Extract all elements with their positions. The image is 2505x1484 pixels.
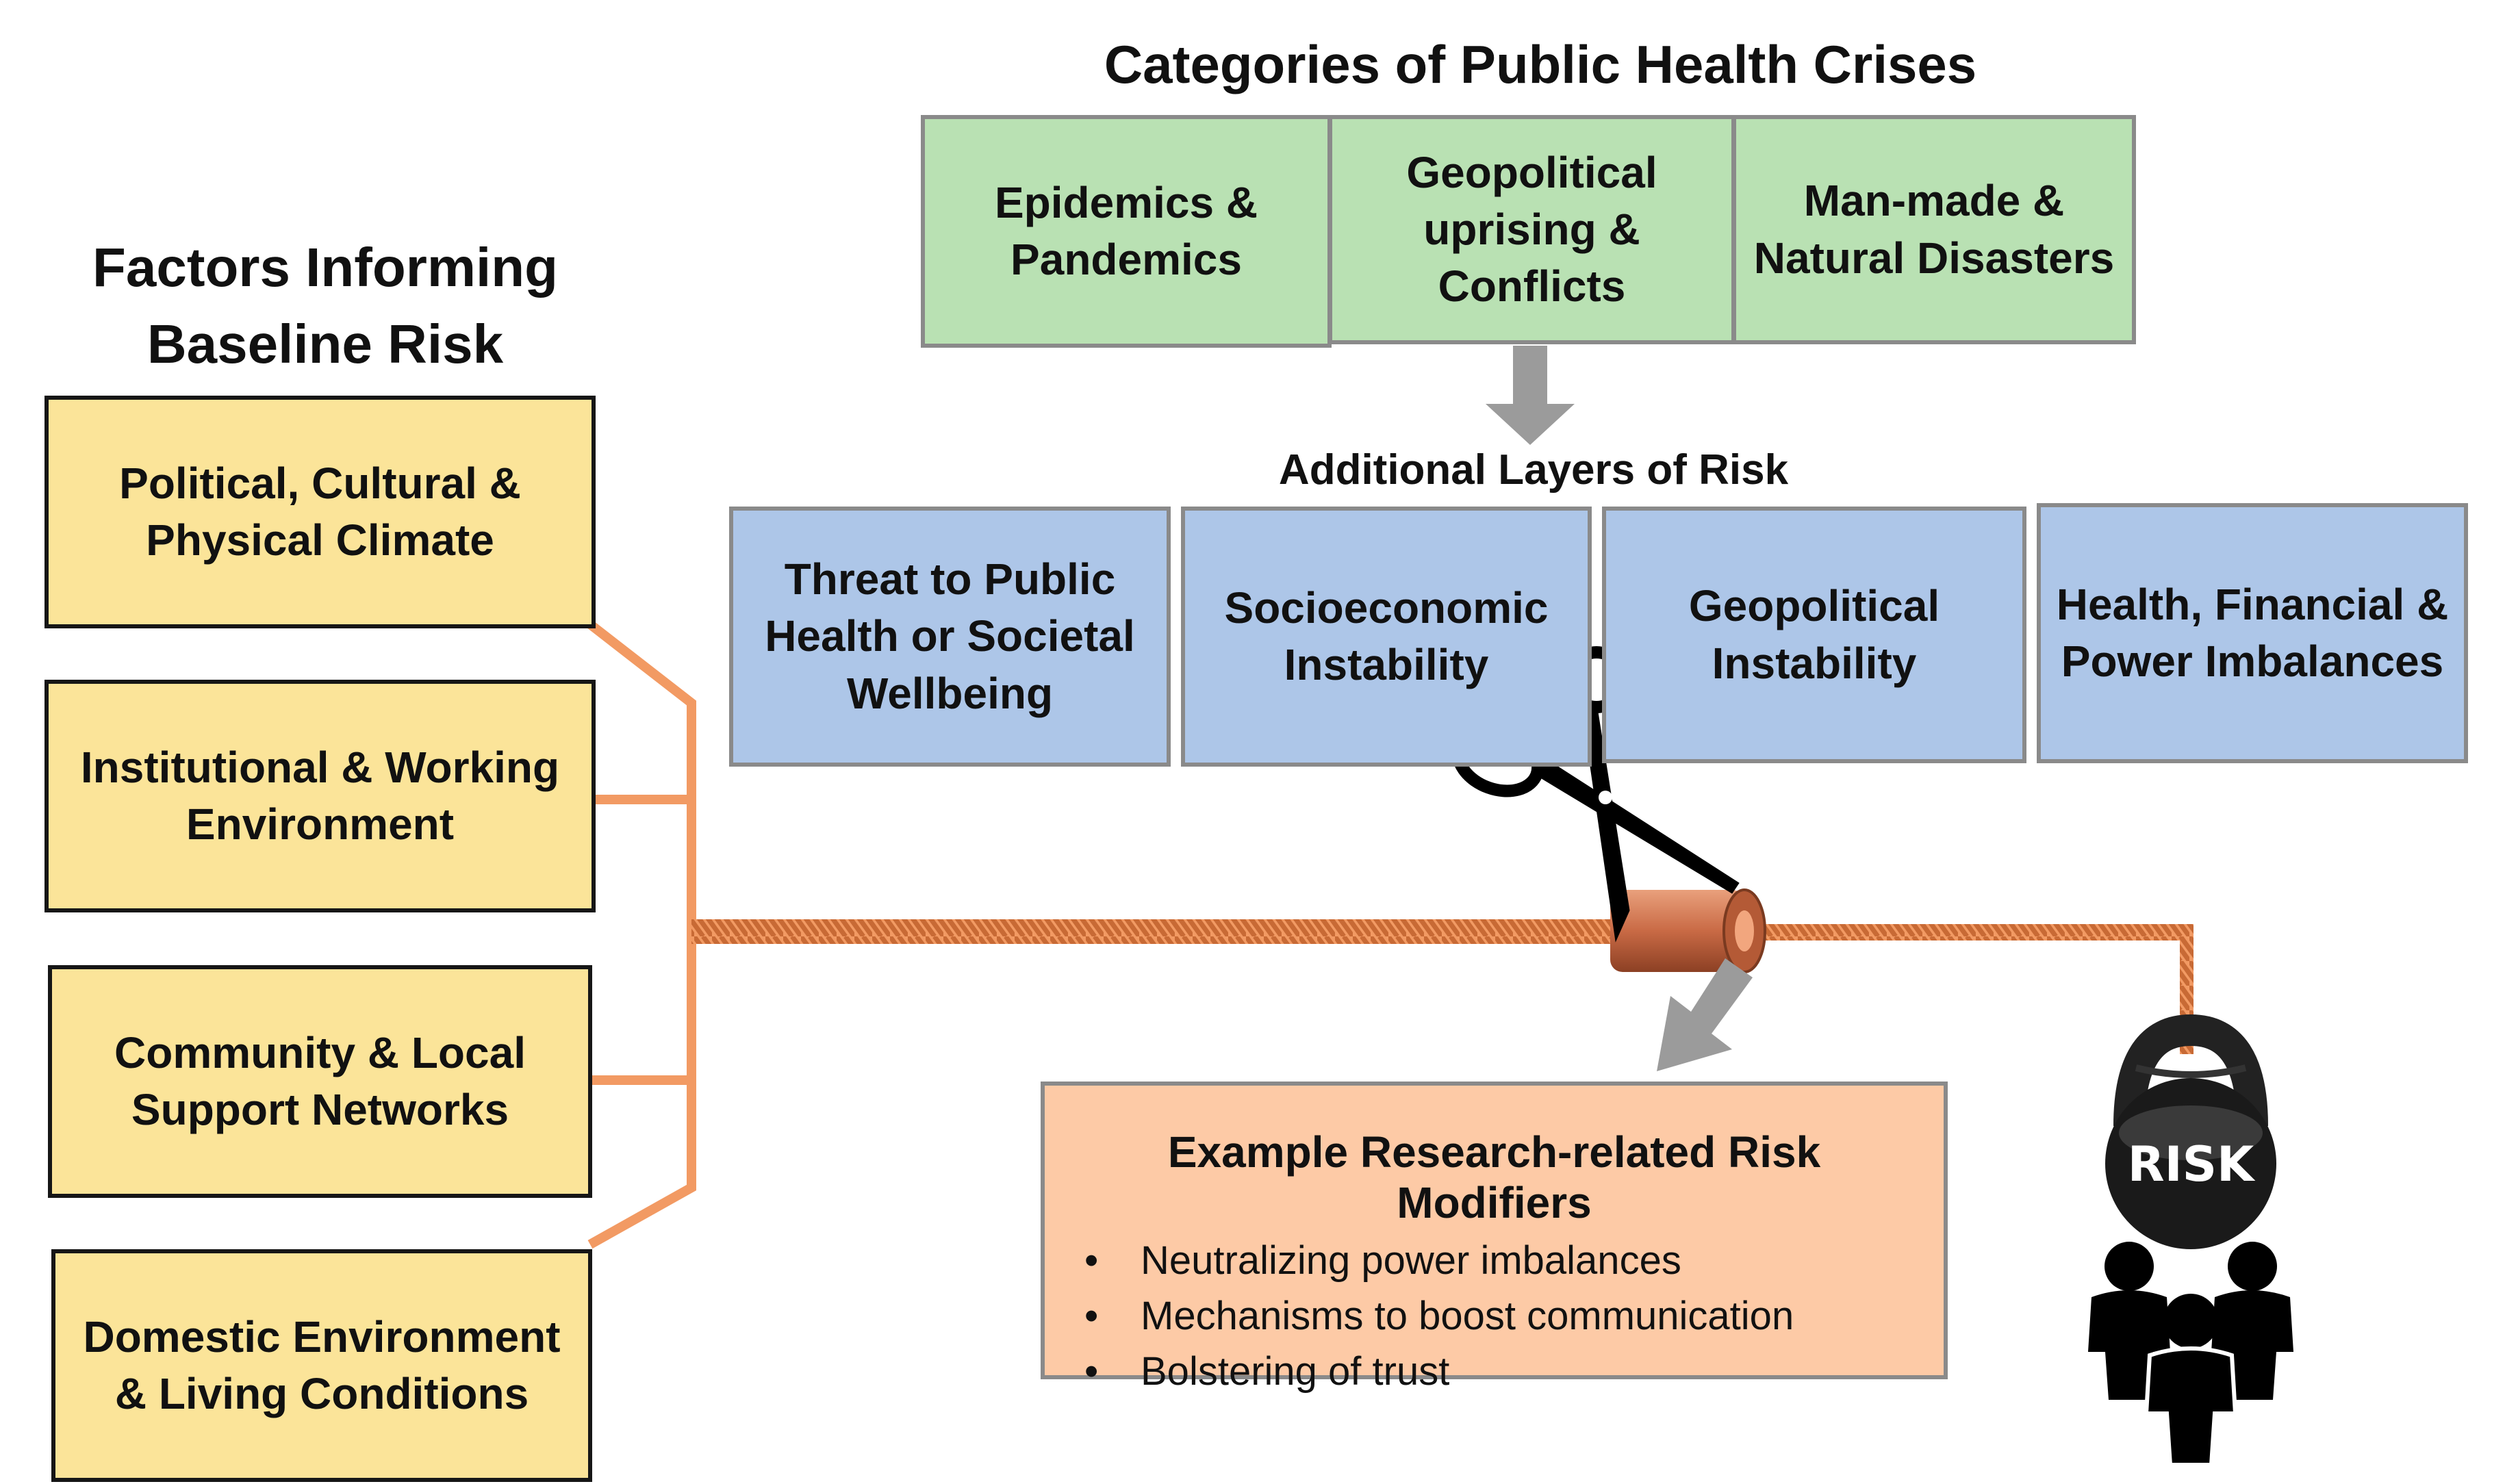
bullet: • <box>1084 1294 1099 1338</box>
modifier-text: Mechanisms to boost communication <box>1141 1294 1794 1338</box>
kettlebell-icon <box>2105 1014 2276 1249</box>
rope-thin <box>1739 924 2191 941</box>
modifier-text: Bolstering of trust <box>1141 1349 1450 1394</box>
crises-title: Categories of Public Health Crises <box>1104 34 1977 94</box>
modifier-text: Neutralizing power imbalances <box>1141 1238 1681 1283</box>
rope <box>691 919 1636 944</box>
list-item: • Neutralizing power imbalances <box>1072 1238 1916 1283</box>
factor-connectors <box>587 620 696 1249</box>
list-item: • Mechanisms to boost communication <box>1072 1293 1916 1339</box>
people-group-icon <box>2088 1242 2293 1467</box>
layer-box-threat: Threat to Public Health or Societal Well… <box>729 507 1171 767</box>
bullet: • <box>1084 1349 1099 1394</box>
factor-box-political: Political, Cultural & Physical Climate <box>44 396 596 628</box>
modifiers-title: Example Research-related Risk Modifiers <box>1167 1127 1821 1227</box>
layer-box-imbalances: Health, Financial & Power Imbalances <box>2037 503 2468 763</box>
factors-title: Factors Informing Baseline Risk <box>92 237 559 374</box>
layers-title: Additional Layers of Risk <box>1278 446 1789 494</box>
down-arrow-icon <box>1486 346 1575 445</box>
factor-box-domestic: Domestic Environment & Living Conditions <box>51 1249 592 1482</box>
crisis-box-epidemics: Epidemics & Pandemics <box>921 115 1332 348</box>
factor-box-community: Community & Local Support Networks <box>48 965 592 1198</box>
tube <box>1610 888 1766 973</box>
kettlebell-label: RISK <box>2127 1136 2254 1192</box>
factor-box-institutional: Institutional & Working Environment <box>44 680 596 912</box>
layer-box-socioeconomic: Socioeconomic Instability <box>1181 507 1592 767</box>
crisis-box-geopolitical: Geopolitical uprising & Conflicts <box>1328 115 1735 344</box>
modifiers-list: • Neutralizing power imbalances • Mechanis… <box>1072 1238 1916 1394</box>
down-arrow-icon <box>1657 958 1753 1071</box>
modifiers-box: Example Research-related Risk Modifiers … <box>1041 1082 1948 1394</box>
crisis-box-disasters: Man-made & Natural Disasters <box>1732 115 2136 344</box>
layer-box-geopolitical: Geopolitical Instability <box>1602 507 2026 763</box>
bullet: • <box>1084 1238 1099 1283</box>
list-item: • Bolstering of trust <box>1072 1348 1916 1394</box>
